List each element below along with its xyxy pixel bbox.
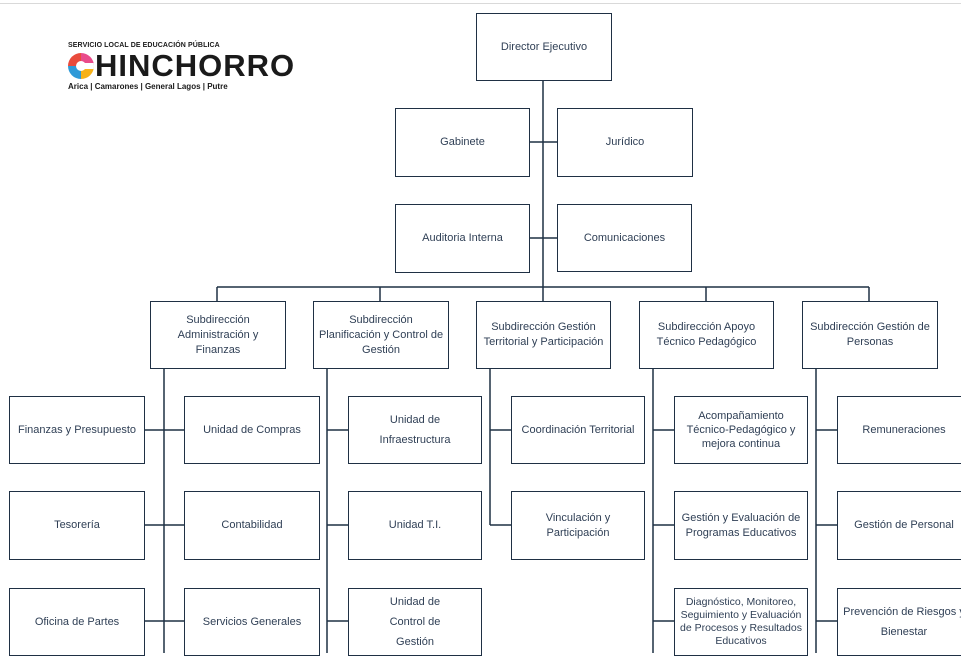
box-finanzas-presupuesto: Finanzas y Presupuesto [9,396,145,464]
box-subdir-apoyo: Subdirección Apoyo Técnico Pedagógico [639,301,774,369]
logo-sub-text: Arica | Camarones | General Lagos | Putr… [68,82,228,91]
box-remuneraciones: Remuneraciones [837,396,961,464]
box-label: Prevención de Riesgos y Bienestar [843,606,961,638]
logo-wordmark: HINCHORRO [68,48,296,83]
box-gabinete: Gabinete [395,108,530,177]
box-label: Auditoria Interna [422,232,503,244]
box-juridico: Jurídico [557,108,693,177]
box-label: Subdirección Planificación y Control de … [318,313,444,356]
box-label: Jurídico [605,136,645,148]
box-label: Unidad de Infraestructura [379,414,451,446]
box-subdir-planificacion: Subdirección Planificación y Control de … [313,301,449,369]
box-label: Subdirección Gestión de Personas [810,321,930,348]
box-unidad-ti: Unidad T.I. [348,491,482,560]
box-gestion-evaluacion-programas: Gestión y Evaluación de Programas Educat… [674,491,808,560]
box-servicios-generales: Servicios Generales [184,588,320,656]
box-vinculacion-participacion: Vinculación y Participación [511,491,645,560]
box-label: Director Ejecutivo [500,40,588,53]
box-unidad-infraestructura: Unidad de Infraestructura [348,396,482,464]
box-prevencion-riesgos: Prevención de Riesgos y Bienestar [837,588,961,656]
box-gestion-personal: Gestión de Personal [837,491,961,560]
logo-top-text: SERVICIO LOCAL DE EDUCACIÓN PÚBLICA [68,42,220,49]
box-label: Tesorería [54,519,100,531]
box-subdir-personas: Subdirección Gestión de Personas [802,301,938,369]
box-subdir-admin: Subdirección Administración y Finanzas [150,301,286,369]
box-label: Diagnóstico, Monitoreo, Seguimiento y Ev… [680,596,802,647]
box-label: Gestión y Evaluación de Programas Educat… [681,511,801,539]
box-label: Subdirección Apoyo Técnico Pedagógico [656,321,757,348]
box-director: Director Ejecutivo [476,13,612,81]
box-acompanamiento: Acompañamiento Técnico-Pedagógico y mejo… [674,396,808,464]
box-label: Servicios Generales [202,615,302,628]
box-label: Finanzas y Presupuesto [17,423,136,436]
box-label: Coordinación Territorial [521,423,635,436]
box-oficina-partes: Oficina de Partes [9,588,145,656]
box-contabilidad: Contabilidad [184,491,320,560]
top-divider [0,3,961,4]
box-label: Subdirección Gestión Territorial y Parti… [483,321,604,348]
box-label: Acompañamiento Técnico-Pedagógico y mejo… [686,410,796,450]
box-label: Oficina de Partes [34,615,120,628]
chinchorro-logo: SERVICIO LOCAL DE EDUCACIÓN PÚBLICA HINC… [68,42,295,91]
box-unidad-compras: Unidad de Compras [184,396,320,464]
box-label: Remuneraciones [862,423,946,436]
box-label: Comunicaciones [583,231,666,244]
box-auditoria: Auditoria Interna [395,204,530,273]
box-label: Gestión de Personal [854,519,954,531]
logo-main-text: HINCHORRO [95,48,296,83]
box-comunicaciones: Comunicaciones [557,204,692,272]
box-label: Unidad T.I. [388,519,442,531]
box-label: Vinculación y Participación [545,511,611,539]
box-unidad-control-gestion: Unidad de Control de Gestión [348,588,482,656]
box-label: Gabinete [440,136,485,148]
box-diagnostico-monitoreo: Diagnóstico, Monitoreo, Seguimiento y Ev… [674,588,808,656]
box-subdir-territorial: Subdirección Gestión Territorial y Parti… [476,301,611,369]
box-label: Unidad de Control de Gestión [389,596,441,648]
box-coordinacion-territorial: Coordinación Territorial [511,396,645,464]
box-label: Subdirección Administración y Finanzas [177,313,259,356]
box-label: Unidad de Compras [203,423,301,436]
box-tesoreria: Tesorería [9,491,145,560]
box-label: Contabilidad [221,519,283,531]
logo-c-icon [68,53,94,79]
